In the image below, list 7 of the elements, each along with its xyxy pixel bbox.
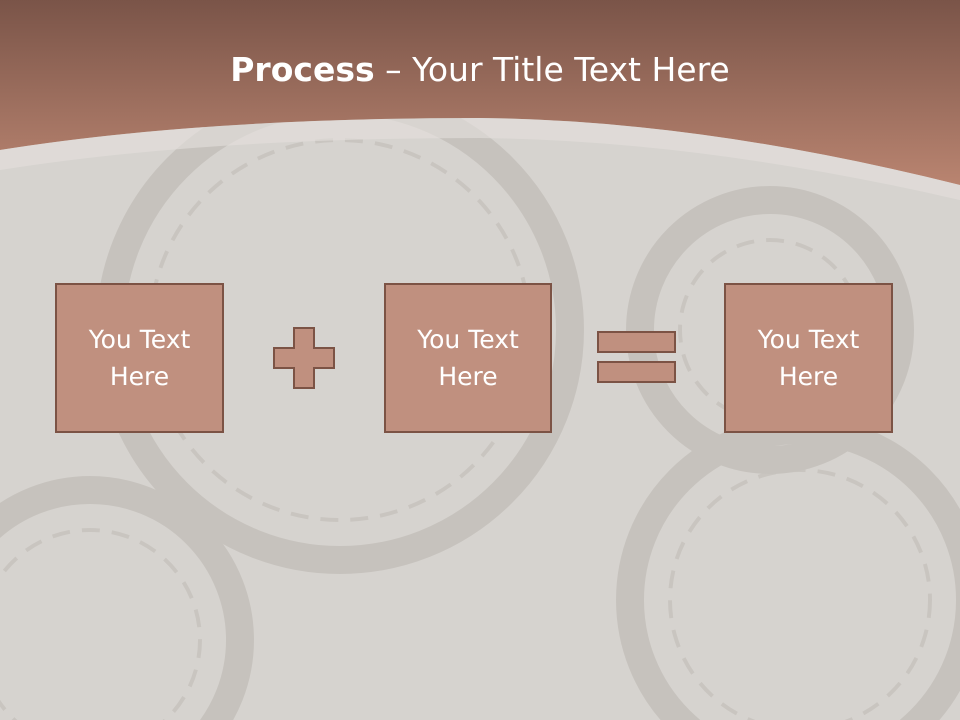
box-text: You Text Here <box>756 324 860 393</box>
box-text: You Text Here <box>88 324 192 393</box>
box-text: You Text Here <box>416 324 520 393</box>
text-box <box>384 283 552 433</box>
slide-title: Process – Your Title Text Here <box>229 50 731 89</box>
text-box <box>724 283 893 433</box>
text-box <box>55 283 224 433</box>
